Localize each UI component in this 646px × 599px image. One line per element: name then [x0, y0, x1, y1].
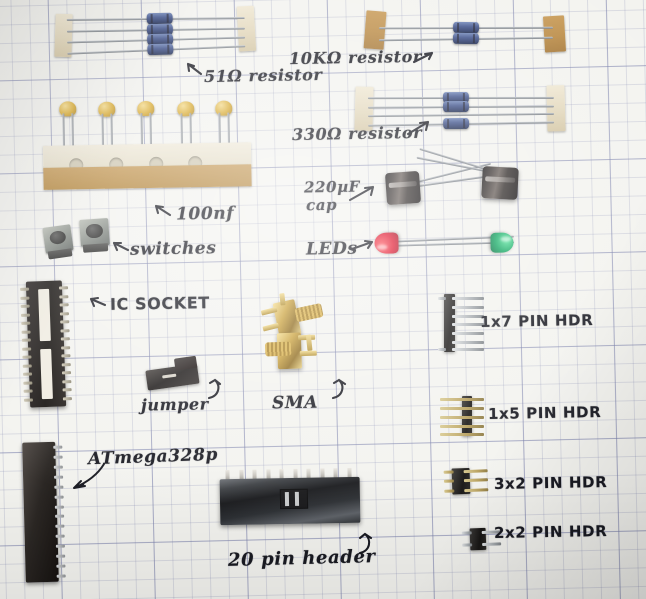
- resistor-body: [147, 43, 174, 56]
- label-sma: SMA: [271, 392, 319, 414]
- label-51ohm-resistor: 51Ω resistor: [203, 64, 323, 87]
- resistor-body: [452, 32, 479, 45]
- part-ic-socket: [20, 280, 72, 408]
- header-pin: [440, 416, 484, 419]
- electrolytic-capacitor: [384, 170, 422, 206]
- sma-barrel: [264, 341, 292, 357]
- tape-right: [542, 15, 567, 53]
- header-pin: [440, 407, 484, 410]
- label-switches: switches: [129, 238, 217, 260]
- header-pin: [452, 297, 484, 300]
- header-pin: [452, 332, 484, 335]
- part-100nf-capacitor-strip: [42, 98, 254, 202]
- header-pin: [463, 478, 488, 482]
- header-pin: [464, 488, 489, 492]
- label-3x2-pin-header: 3x2 PIN HDR: [493, 473, 608, 493]
- socket-channel: [40, 348, 53, 400]
- resistor-body: [146, 12, 173, 25]
- socket-channel: [38, 288, 51, 342]
- label-ic-socket: IC SOCKET: [109, 293, 210, 314]
- resistor-body: [442, 100, 470, 113]
- part-220uf-electrolytic-caps: [382, 147, 527, 213]
- header-pin: [463, 469, 488, 473]
- label-20-pin-header: 20 pin header: [227, 546, 376, 571]
- part-tactile-switch: [79, 218, 110, 253]
- header-key-slot: [279, 488, 309, 510]
- header-pin: [444, 489, 455, 493]
- part-20-pin-header: [219, 467, 361, 526]
- header-pin: [440, 398, 484, 401]
- resistor-body: [443, 117, 470, 130]
- header-pin: [438, 297, 446, 300]
- tape-left: [363, 10, 387, 50]
- part-tactile-switch: [42, 224, 74, 260]
- tape-kraft-band: [43, 164, 252, 190]
- led-red: [374, 232, 399, 254]
- label-100nf-capacitor: 100nf: [175, 203, 235, 225]
- header-pin: [440, 425, 484, 428]
- header-pin: [452, 306, 484, 309]
- header-pin: [438, 348, 446, 351]
- part-3x2-pin-header: [443, 467, 491, 497]
- sma-leg: [262, 322, 280, 332]
- part-1x5-pin-header: [440, 396, 486, 438]
- part-leds: [374, 227, 527, 260]
- part-51ohm-resistor-strip: [54, 5, 257, 62]
- label-220uf-cap-line1: 220µF: [303, 177, 361, 197]
- header-pin: [452, 341, 484, 344]
- label-330ohm-resistor: 330Ω resistor: [291, 122, 423, 145]
- label-1x7-pin-header: 1x7 PIN HDR: [479, 311, 594, 331]
- part-atmega328p: [22, 441, 72, 583]
- led-green: [490, 232, 514, 253]
- sma-barrel: [294, 302, 324, 323]
- label-leds: LEDs: [305, 238, 358, 260]
- label-10kohm-resistor: 10KΩ resistor: [288, 46, 423, 69]
- header-pin: [452, 315, 484, 318]
- header-pin: [440, 433, 484, 436]
- label-1x5-pin-header: 1x5 PIN HDR: [487, 403, 602, 423]
- part-1x7-pin-header: [438, 294, 486, 354]
- electrolytic-capacitor: [481, 166, 519, 200]
- header-pin: [452, 348, 484, 351]
- header-pin: [482, 542, 502, 546]
- header-pin: [462, 543, 473, 547]
- header-pin: [443, 479, 454, 483]
- label-2x2-pin-header: 2x2 PIN HDR: [493, 522, 608, 542]
- lead: [368, 112, 555, 118]
- part-sma-connectors: [258, 293, 336, 382]
- label-jumper: jumper: [140, 394, 209, 415]
- header-pin: [461, 531, 472, 535]
- resistor-body: [453, 21, 480, 34]
- header-pin: [452, 323, 484, 326]
- header-block: [444, 294, 455, 352]
- header-pin: [443, 470, 454, 474]
- tape-right: [546, 85, 566, 132]
- label-220uf-cap-line2: cap: [305, 195, 338, 215]
- sma-leg: [299, 350, 317, 357]
